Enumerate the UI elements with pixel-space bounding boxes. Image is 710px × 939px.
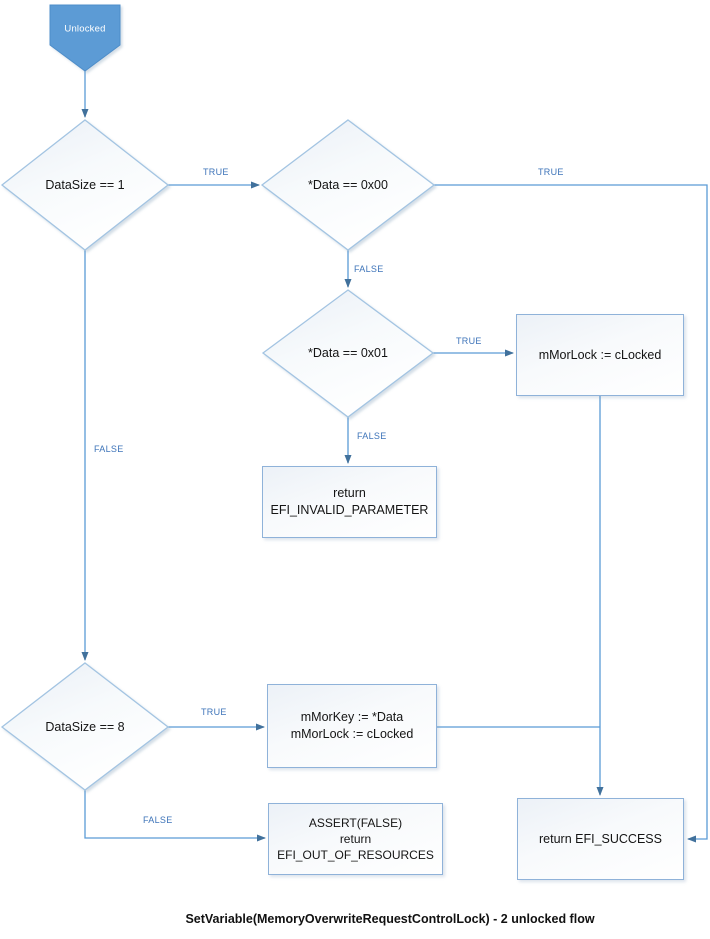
- process-assert-box: ASSERT(FALSE) return EFI_OUT_OF_RESOURCE…: [268, 803, 443, 875]
- process-mmorkey-line2: mMorLock := cLocked: [290, 727, 414, 741]
- decision-datasize8-shape: [0, 662, 170, 791]
- decision-datasize1-shape: [0, 119, 170, 251]
- process-invalid-parameter-box: return EFI_INVALID_PARAMETER: [262, 466, 437, 538]
- decision-datasize1-label: DataSize == 1: [45, 178, 125, 192]
- process-assert-line3: EFI_OUT_OF_RESOURCES: [277, 848, 434, 862]
- decision-datasize8-label: DataSize == 8: [45, 720, 125, 734]
- edge-label-d01-true: TRUE: [456, 336, 482, 346]
- decision-data01-shape: [261, 289, 435, 418]
- edge-label-ds1-true: TRUE: [203, 167, 229, 177]
- edge-data00-true-to-success: [434, 184, 708, 843]
- process-invalid-line2: EFI_INVALID_PARAMETER: [270, 503, 429, 517]
- edge-label-d00-false: FALSE: [354, 264, 384, 274]
- diagram-title: SetVariable(MemoryOverwriteRequestContro…: [185, 912, 595, 926]
- edge-datasize8-false: [84, 790, 266, 842]
- edge-label-ds8-true: TRUE: [201, 707, 227, 717]
- process-mmorkey-line1: mMorKey := *Data: [300, 710, 404, 724]
- decision-data00-shape: [260, 119, 436, 251]
- process-mmorlock-line1: mMorLock := cLocked: [538, 347, 662, 362]
- process-invalid-line1: return: [333, 486, 366, 500]
- decision-data00-label: *Data == 0x00: [308, 178, 388, 192]
- process-mmorkey-box: mMorKey := *Data mMorLock := cLocked: [267, 684, 437, 768]
- edge-label-d01-false: FALSE: [357, 431, 387, 441]
- process-success-box: return EFI_SUCCESS: [517, 798, 684, 880]
- start-node-label: Unlocked: [64, 23, 106, 35]
- edge-label-ds1-false: FALSE: [94, 444, 124, 454]
- process-mmorlock-box: mMorLock := cLocked: [516, 314, 684, 396]
- edge-label-d00-true: TRUE: [538, 167, 564, 177]
- edge-label-ds8-false: FALSE: [143, 815, 173, 825]
- process-success-line1: return EFI_SUCCESS: [539, 831, 662, 846]
- process-assert-line2: return: [339, 832, 372, 846]
- start-node-shape: [49, 4, 121, 72]
- process-assert-line1: ASSERT(FALSE): [308, 816, 403, 830]
- decision-data01-label: *Data == 0x01: [308, 346, 388, 360]
